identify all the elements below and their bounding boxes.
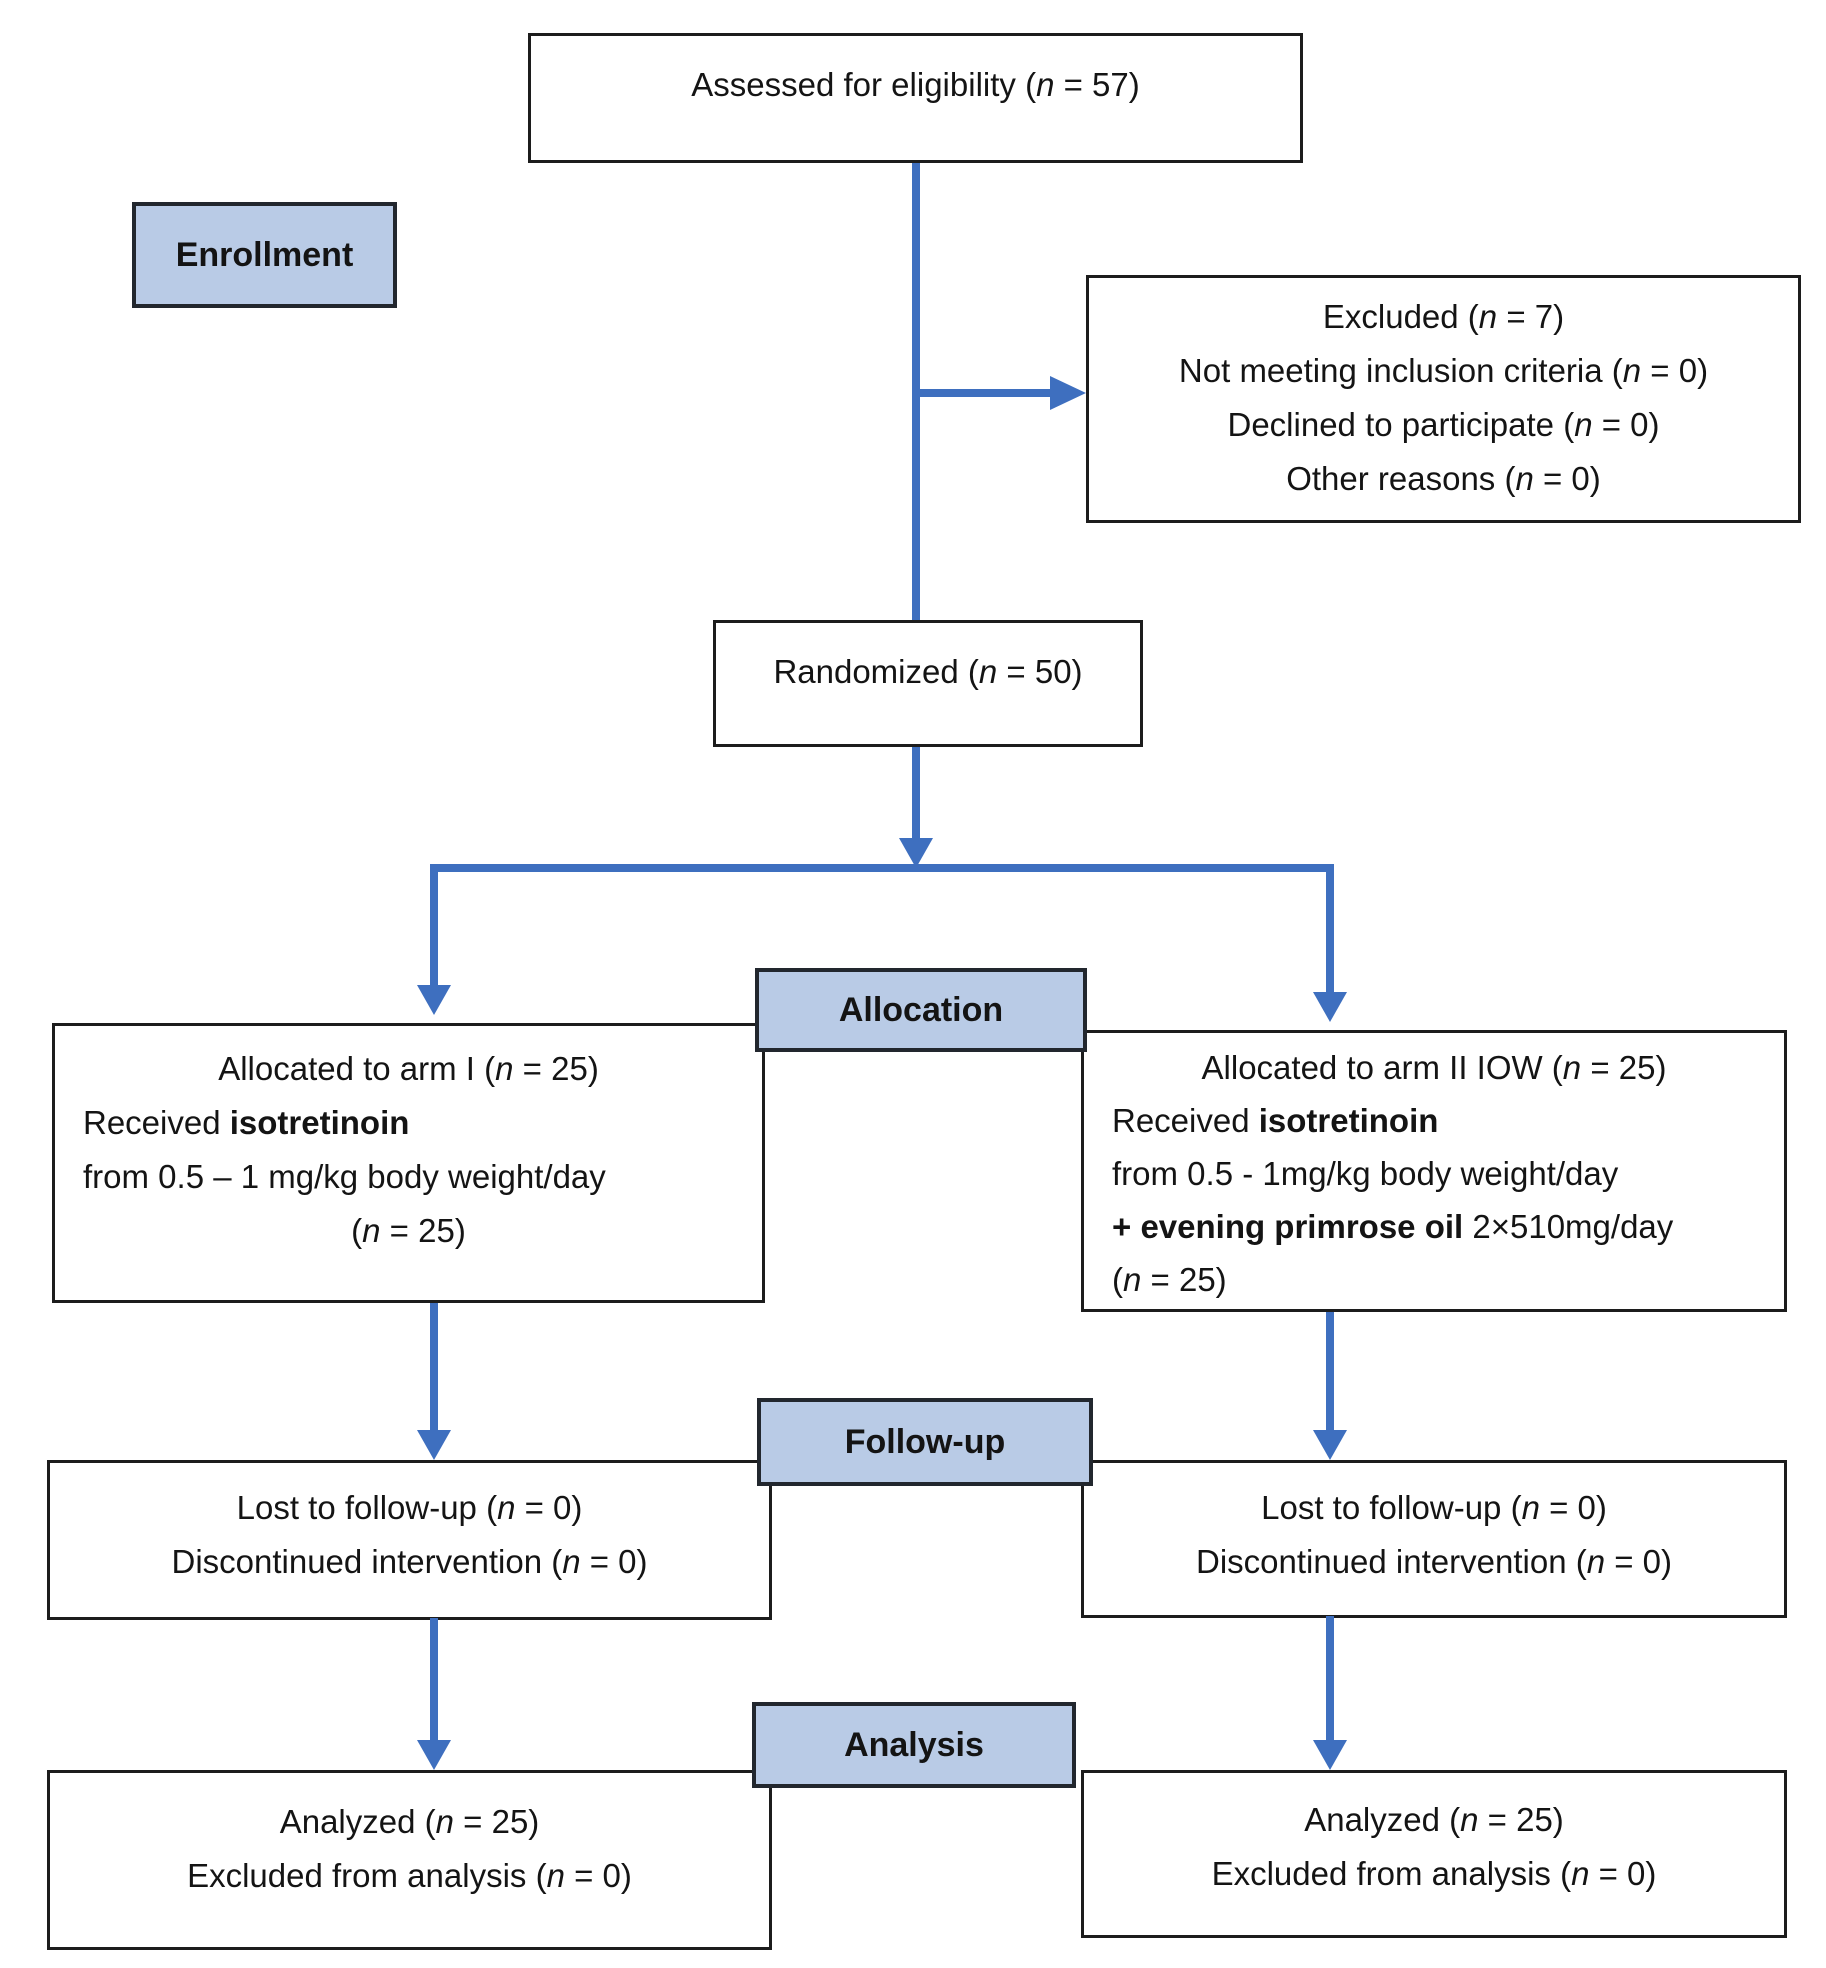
stage-label-allocation: Allocation <box>755 968 1087 1052</box>
arm1-allocation-box: Allocated to arm I (n = 25) Received iso… <box>52 1023 765 1303</box>
arm1-n-text: (n = 25) <box>351 1212 466 1249</box>
connector-arm2-to-followup <box>1326 1312 1334 1430</box>
connector-followup-to-analysis-left <box>430 1618 438 1740</box>
analysis-left-excluded-text: Excluded from analysis (n = 0) <box>187 1857 632 1894</box>
followup-right-box: Lost to follow-up (n = 0) Discontinued i… <box>1081 1460 1787 1618</box>
arm2-allocation-box: Allocated to arm II IOW (n = 25) Receive… <box>1081 1030 1787 1312</box>
analysis-right-analyzed-text: Analyzed (n = 25) <box>1304 1801 1564 1838</box>
arm1-dose-text: from 0.5 – 1 mg/kg body weight/day <box>83 1158 606 1195</box>
analysis-left-box: Analyzed (n = 25) Excluded from analysis… <box>47 1770 772 1950</box>
stage-label-enrollment-text: Enrollment <box>175 235 354 274</box>
excluded-box: Excluded (n = 7) Not meeting inclusion c… <box>1086 275 1801 523</box>
followup-left-discontinued-text: Discontinued intervention (n = 0) <box>171 1543 648 1580</box>
arrowhead-followup-right <box>1313 1430 1347 1460</box>
randomized-text: Randomized (n = 50) <box>773 653 1083 690</box>
stage-label-analysis: Analysis <box>752 1702 1076 1788</box>
arrowhead-arm2 <box>1313 992 1347 1022</box>
arm2-n-text: (n = 25) <box>1112 1261 1227 1298</box>
excluded-total-text: Excluded (n = 7) <box>1322 298 1565 335</box>
arrowhead-analysis-left <box>417 1740 451 1770</box>
arrowhead-followup-left <box>417 1430 451 1460</box>
excluded-other-text: Other reasons (n = 0) <box>1286 460 1601 497</box>
arm2-primrose-text: + evening primrose oil 2×510mg/day <box>1112 1208 1674 1245</box>
analysis-right-excluded-text: Excluded from analysis (n = 0) <box>1211 1855 1657 1892</box>
excluded-inclusion-text: Not meeting inclusion criteria (n = 0) <box>1178 352 1709 389</box>
arrowhead-analysis-right <box>1313 1740 1347 1770</box>
connector-to-excluded <box>916 389 1050 397</box>
stage-label-followup-text: Follow-up <box>844 1422 1006 1461</box>
stage-label-analysis-text: Analysis <box>844 1725 984 1764</box>
assessed-eligibility-box: Assessed for eligibility (n = 57) <box>528 33 1303 163</box>
randomized-box: Randomized (n = 50) <box>713 620 1143 747</box>
connector-arm1-to-followup <box>430 1303 438 1430</box>
arm2-allocated-text: Allocated to arm II IOW (n = 25) <box>1201 1049 1667 1086</box>
stage-label-allocation-text: Allocation <box>838 990 1004 1029</box>
stage-label-enrollment: Enrollment <box>132 202 397 308</box>
connector-branch-to-arm1 <box>430 864 438 985</box>
followup-left-lost-text: Lost to follow-up (n = 0) <box>236 1489 583 1526</box>
branch-line <box>430 864 1334 872</box>
followup-right-lost-text: Lost to follow-up (n = 0) <box>1261 1489 1607 1526</box>
arm1-received-text: Received isotretinoin <box>83 1104 410 1141</box>
arm1-allocated-text: Allocated to arm I (n = 25) <box>218 1050 599 1087</box>
arrowhead-branch <box>899 838 933 868</box>
followup-left-box: Lost to follow-up (n = 0) Discontinued i… <box>47 1460 772 1620</box>
connector-followup-to-analysis-right <box>1326 1616 1334 1740</box>
arm2-received-text: Received isotretinoin <box>1112 1102 1439 1139</box>
arrowhead-excluded <box>1050 376 1086 410</box>
excluded-declined-text: Declined to participate (n = 0) <box>1227 406 1660 443</box>
arm2-dose-text: from 0.5 - 1mg/kg body weight/day <box>1112 1155 1619 1192</box>
arrowhead-arm1 <box>417 985 451 1015</box>
analysis-right-box: Analyzed (n = 25) Excluded from analysis… <box>1081 1770 1787 1938</box>
connector-randomized-to-branch <box>912 747 920 838</box>
analysis-left-analyzed-text: Analyzed (n = 25) <box>279 1803 540 1840</box>
connector-branch-to-arm2 <box>1326 864 1334 992</box>
assessed-eligibility-text: Assessed for eligibility (n = 57) <box>691 66 1140 103</box>
stage-label-followup: Follow-up <box>757 1398 1093 1486</box>
followup-right-discontinued-text: Discontinued intervention (n = 0) <box>1195 1543 1673 1580</box>
